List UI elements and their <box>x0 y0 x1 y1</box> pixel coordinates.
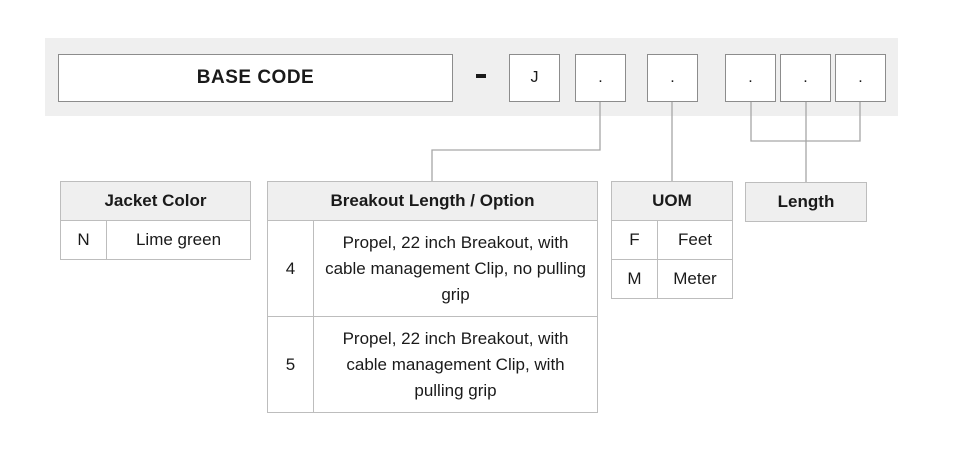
uom-table: UOM F Feet M Meter <box>611 181 733 299</box>
option-value: Propel, 22 inch Breakout, with cable man… <box>313 316 598 413</box>
option-value: Lime green <box>106 220 251 260</box>
jacket-color-header: Jacket Color <box>60 181 251 221</box>
breakout-slot: . <box>575 54 626 102</box>
length-slot-2: . <box>780 54 831 102</box>
table-row: F Feet <box>611 220 733 260</box>
option-code: M <box>611 259 658 299</box>
table-row: 5 Propel, 22 inch Breakout, with cable m… <box>267 316 598 413</box>
option-code: 5 <box>267 316 314 413</box>
option-code: F <box>611 220 658 260</box>
jacket-slot: J <box>509 54 560 102</box>
option-value: Feet <box>657 220 733 260</box>
option-value: Meter <box>657 259 733 299</box>
option-code: N <box>60 220 107 260</box>
uom-slot: . <box>647 54 698 102</box>
table-row: M Meter <box>611 259 733 299</box>
breakout-connector <box>431 102 601 181</box>
option-code: 4 <box>267 220 314 317</box>
table-row: 4 Propel, 22 inch Breakout, with cable m… <box>267 220 598 317</box>
jacket-color-table: Jacket Color N Lime green <box>60 181 251 260</box>
length-slot-3: . <box>835 54 886 102</box>
uom-header: UOM <box>611 181 733 221</box>
base-code-box: BASE CODE <box>58 54 453 102</box>
length-slot-1: . <box>725 54 776 102</box>
table-row: N Lime green <box>60 220 251 260</box>
breakout-option-table: Breakout Length / Option 4 Propel, 22 in… <box>267 181 598 413</box>
option-value: Propel, 22 inch Breakout, with cable man… <box>313 220 598 317</box>
breakout-header: Breakout Length / Option <box>267 181 598 221</box>
length-table: Length <box>745 182 867 222</box>
separator-dash <box>476 74 486 78</box>
length-header: Length <box>745 182 867 222</box>
